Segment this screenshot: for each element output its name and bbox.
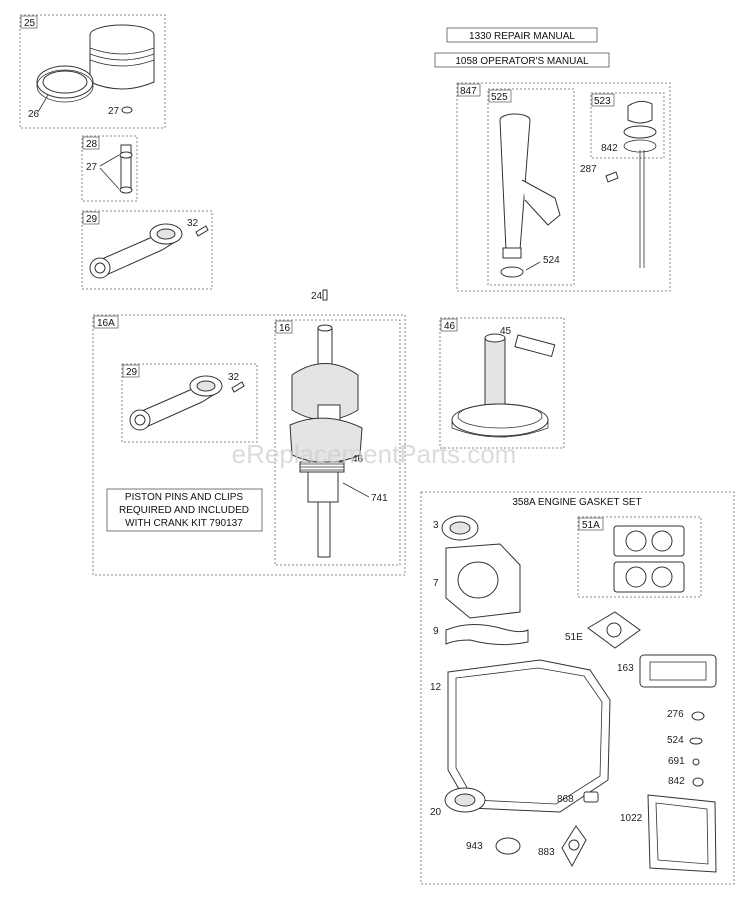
callout-32: 32 [187,218,199,229]
callout-51E: 51E [565,632,583,643]
callout-842: 842 [601,143,618,154]
callout-524-gasket: 524 [667,735,684,746]
callout-25: 25 [24,18,36,29]
callout-525: 525 [491,92,508,103]
callout-7: 7 [433,578,439,589]
crank-note-line2: REQUIRED AND INCLUDED [119,505,249,516]
callout-883: 883 [538,847,555,858]
callout-276: 276 [667,709,684,720]
callout-27-clips: 27 [86,162,98,173]
callout-51A: 51A [582,520,600,531]
camshaft-group[interactable]: 46 45 [439,317,565,449]
callout-524: 524 [543,255,560,266]
operators-manual-label: 1058 OPERATOR'S MANUAL [455,56,589,67]
callout-12: 12 [430,682,442,693]
callout-1022: 1022 [620,813,643,824]
callout-741: 741 [371,493,388,504]
callout-46-kit: 46 [352,454,364,465]
callout-523: 523 [594,96,611,107]
callout-16A: 16A [97,318,115,329]
callout-29: 29 [86,214,98,225]
repair-manual-label: 1330 REPAIR MANUAL [469,31,575,42]
gasket-set-title: 358A ENGINE GASKET SET [512,497,641,508]
callout-842-gasket: 842 [668,776,685,787]
callout-32-kit: 32 [228,372,240,383]
crank-kit-group[interactable]: 16A 29 32 16 46 741 PISTON PINS AND CLIP… [92,314,406,576]
piston-group[interactable]: 25 26 27 [19,14,166,129]
callout-163: 163 [617,663,634,674]
callout-27-clip: 27 [108,106,120,117]
callout-9: 9 [433,626,439,637]
manuals: 1330 REPAIR MANUAL 1058 OPERATOR'S MANUA… [434,27,610,68]
key-24[interactable]: 24 [311,289,328,302]
callout-20: 20 [430,807,442,818]
callout-46: 46 [444,321,456,332]
callout-943: 943 [466,841,483,852]
callout-45: 45 [500,326,512,337]
callout-287: 287 [580,164,597,175]
callout-691: 691 [668,756,685,767]
gasket-set-group[interactable]: 358A ENGINE GASKET SET 3 51A 7 9 51E 163… [420,491,735,885]
crank-note-line3: WITH CRANK KIT 790137 [125,518,243,529]
callout-868: 868 [557,794,574,805]
callout-29-kit: 29 [126,367,138,378]
callout-3: 3 [433,520,439,531]
crank-note-line1: PISTON PINS AND CLIPS [125,492,244,503]
callout-847: 847 [460,86,477,97]
callout-26: 26 [28,109,40,120]
watermark: eReplacementParts.com [232,439,517,469]
callout-24: 24 [311,291,323,302]
callout-28: 28 [86,139,98,150]
callout-16: 16 [279,323,291,334]
connecting-rod-group[interactable]: 29 32 [81,210,213,290]
dipstick-tube-group[interactable]: 847 525 524 523 842 287 [456,82,671,292]
piston-pin-group[interactable]: 28 27 [81,135,138,202]
